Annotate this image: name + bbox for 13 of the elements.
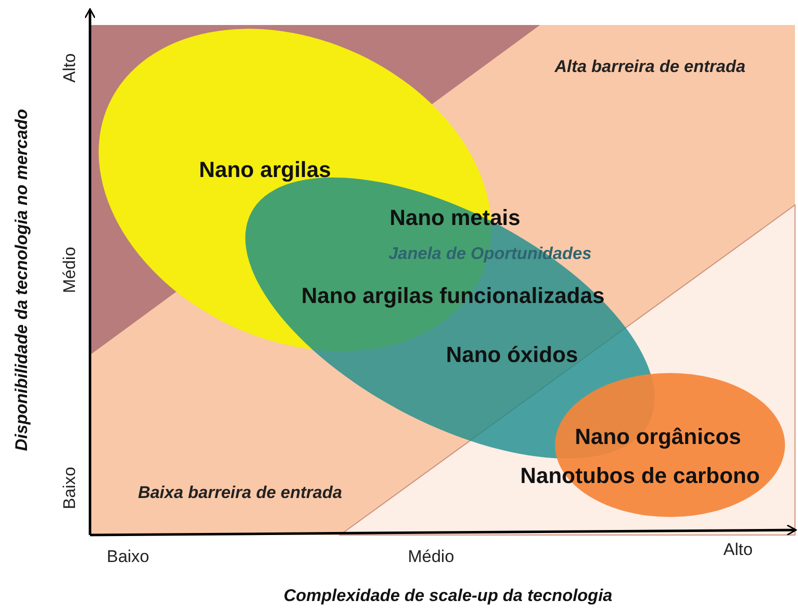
axis-title: Complexidade de scale-up da tecnologia (284, 586, 612, 606)
axis-tick-label: Baixo (60, 466, 80, 510)
axis-tick-label: Alto (60, 53, 80, 83)
axis-tick-label: Alto (723, 540, 753, 560)
axis-tick-label: Médio (60, 246, 80, 294)
region-label: Baixa barreira de entrada (138, 483, 342, 503)
axis-title: Disponibilidade da tecnologia no mercado (12, 109, 32, 451)
region-label: Alta barreira de entrada (554, 57, 746, 77)
category-label: Nano argilas (198, 157, 332, 183)
category-label: Nano óxidos (446, 342, 578, 368)
axis-tick-label: Médio (408, 547, 454, 567)
category-label: Nano orgânicos (574, 424, 742, 450)
axis-tick-label: Baixo (106, 547, 150, 567)
